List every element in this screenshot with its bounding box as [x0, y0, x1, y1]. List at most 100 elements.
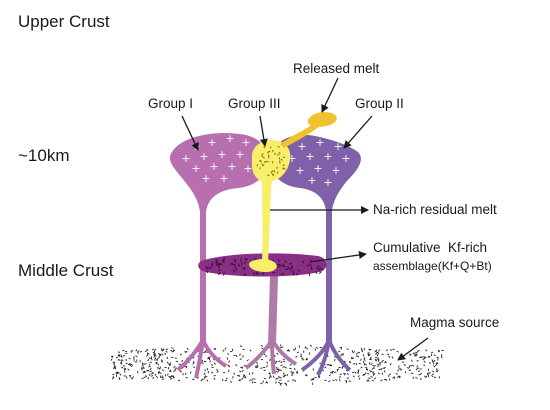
source-mark — [165, 353, 166, 355]
cumulate-mark — [254, 272, 255, 275]
group-i-roots — [178, 340, 226, 378]
source-mark — [152, 349, 154, 350]
source-mark — [174, 366, 176, 367]
source-mark — [372, 380, 374, 381]
source-mark — [229, 365, 230, 367]
source-mark — [267, 382, 268, 384]
source-mark — [163, 369, 164, 371]
source-mark — [252, 381, 253, 383]
source-mark — [120, 373, 121, 375]
plus-marker: + — [225, 132, 234, 145]
source-mark — [302, 360, 304, 361]
source-mark — [190, 372, 191, 374]
source-mark — [441, 356, 442, 358]
source-mark — [217, 371, 219, 372]
source-mark — [142, 378, 144, 379]
source-mark — [315, 349, 316, 351]
source-mark — [145, 351, 147, 352]
source-mark — [142, 365, 144, 366]
source-mark — [155, 374, 156, 376]
source-mark — [150, 368, 151, 370]
source-mark — [324, 367, 326, 368]
source-mark — [285, 367, 287, 368]
cumulate-mark — [236, 268, 237, 271]
source-mark — [280, 384, 281, 386]
source-mark — [375, 357, 377, 358]
source-mark — [278, 370, 279, 372]
source-mark — [266, 365, 267, 367]
source-mark — [137, 371, 138, 373]
source-mark — [155, 349, 157, 351]
na-rich-melt-label: Na-rich residual melt — [373, 203, 497, 217]
source-mark — [349, 381, 351, 382]
source-mark — [112, 377, 113, 379]
source-mark — [367, 373, 369, 374]
source-mark — [417, 351, 418, 353]
cumulative-label-line2: assemblage(Kf+Q+Bt) — [373, 260, 492, 272]
source-mark — [378, 350, 379, 352]
source-mark — [292, 372, 293, 374]
source-mark — [162, 379, 164, 380]
source-mark — [225, 348, 226, 350]
source-mark — [245, 376, 246, 378]
source-mark — [389, 374, 391, 375]
source-mark — [397, 376, 398, 378]
source-mark — [330, 372, 332, 373]
na-rich-melt-column — [262, 178, 272, 262]
source-mark — [148, 359, 149, 361]
source-mark — [358, 352, 360, 353]
source-mark — [370, 377, 372, 378]
source-mark — [437, 370, 438, 372]
source-mark — [223, 350, 224, 352]
source-mark — [281, 361, 282, 363]
source-mark — [340, 374, 342, 375]
source-mark — [228, 353, 229, 355]
source-mark — [235, 364, 236, 366]
source-mark — [137, 352, 139, 353]
plus-marker: + — [341, 152, 350, 165]
source-mark — [285, 375, 286, 377]
plus-marker: + — [199, 150, 208, 163]
plus-marker: + — [181, 152, 190, 165]
source-mark — [306, 374, 307, 376]
source-mark — [364, 348, 365, 350]
source-mark — [432, 371, 434, 372]
source-mark — [157, 358, 158, 360]
source-mark — [140, 360, 141, 362]
source-mark — [243, 355, 244, 357]
source-mark — [278, 382, 280, 383]
released-melt-label: Released melt — [293, 62, 379, 76]
source-mark — [129, 358, 131, 359]
source-mark — [378, 373, 380, 374]
source-mark — [135, 362, 137, 363]
source-mark — [433, 362, 434, 364]
source-mark — [193, 363, 194, 365]
source-mark — [162, 350, 164, 351]
source-mark — [283, 359, 285, 360]
source-mark — [353, 351, 354, 353]
plus-marker: + — [235, 148, 244, 161]
source-mark — [150, 371, 152, 372]
source-mark — [217, 369, 218, 371]
source-mark — [424, 376, 425, 378]
source-mark — [342, 367, 343, 369]
source-mark — [270, 359, 271, 361]
group-ii-label: Group II — [355, 97, 404, 111]
source-mark — [152, 372, 154, 374]
source-mark — [421, 378, 422, 380]
source-mark — [386, 350, 388, 352]
source-mark — [431, 352, 433, 353]
crystal-mark — [283, 168, 284, 170]
annotation-arrows — [182, 78, 428, 360]
source-mark — [140, 351, 142, 352]
source-mark — [300, 356, 302, 357]
source-mark — [280, 345, 281, 347]
source-mark — [250, 350, 251, 352]
source-mark — [160, 372, 162, 373]
source-mark — [171, 375, 172, 377]
source-mark — [270, 375, 271, 377]
source-mark — [146, 355, 148, 356]
plus-marker: + — [323, 176, 332, 189]
source-mark — [434, 360, 435, 362]
source-mark — [365, 364, 367, 366]
